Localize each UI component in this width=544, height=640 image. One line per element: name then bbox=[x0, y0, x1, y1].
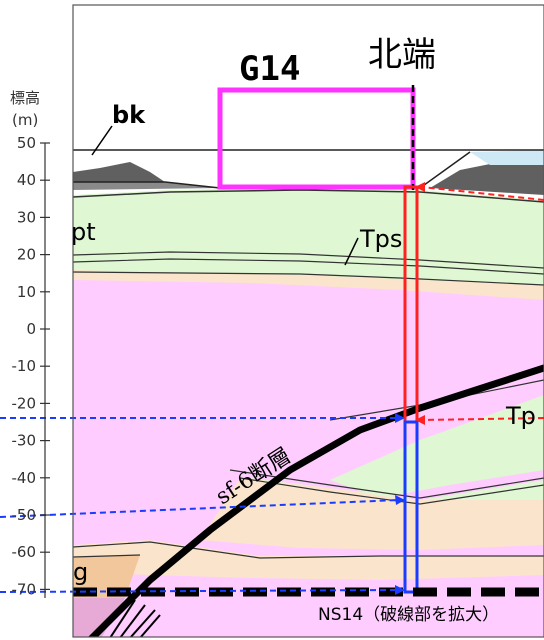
lightblue-right bbox=[470, 150, 544, 165]
axis-tick-label: 30 bbox=[17, 208, 36, 226]
axis-tick-label: 0 bbox=[26, 320, 36, 338]
hatched-feature bbox=[109, 599, 161, 637]
axis-title: 標高 bbox=[10, 89, 40, 107]
elevation-axis: 50 40 30 20 10 0 -10 -20 -30 -40 -50 -60 -70 標高 (m) bbox=[10, 89, 50, 598]
north-end-label: 北端 bbox=[368, 35, 436, 75]
axis-tick-label: -50 bbox=[12, 506, 37, 524]
g14-box bbox=[217, 87, 416, 190]
layer-green-right bbox=[330, 395, 544, 498]
layer-darkpink bbox=[73, 598, 125, 637]
axis-tick-label: 20 bbox=[17, 246, 36, 264]
axis-tick-label: -20 bbox=[12, 394, 37, 412]
tps-label: Tps bbox=[359, 225, 402, 253]
red-arrow-mid bbox=[421, 417, 544, 421]
tp-right-label: Tp bbox=[505, 402, 536, 430]
axis-tick-label: -10 bbox=[12, 357, 37, 375]
pt-label: pt bbox=[71, 218, 96, 246]
bk-gray-left bbox=[73, 162, 165, 182]
axis-tick-label: 40 bbox=[17, 171, 36, 189]
axis-tick-label: 10 bbox=[17, 283, 36, 301]
blue-column bbox=[403, 420, 419, 594]
bk-gray-right bbox=[430, 162, 544, 195]
caption-label: NS14（破線部を拡大） bbox=[318, 605, 499, 625]
layer-orange-g bbox=[73, 555, 140, 598]
red-arrow-top bbox=[421, 186, 544, 201]
layer-peach-wedge bbox=[200, 478, 544, 550]
bk-gray-left2 bbox=[73, 182, 220, 190]
axis-tick-label: -60 bbox=[12, 543, 37, 561]
bk-label: bk bbox=[112, 101, 146, 129]
fault-line bbox=[88, 364, 544, 637]
section-id-label: G14 bbox=[239, 49, 300, 89]
blue-arrow-2 bbox=[0, 499, 399, 518]
axis-tick-label: 50 bbox=[17, 134, 36, 152]
axis-tick-label: -30 bbox=[12, 432, 37, 450]
axis-tick-label: -70 bbox=[12, 580, 37, 598]
g-label: g bbox=[73, 558, 88, 586]
axis-unit: (m) bbox=[12, 111, 38, 129]
blue-arrow-3 bbox=[0, 589, 399, 593]
axis-tick-label: -40 bbox=[12, 469, 37, 487]
layer-green-upper bbox=[73, 188, 544, 285]
